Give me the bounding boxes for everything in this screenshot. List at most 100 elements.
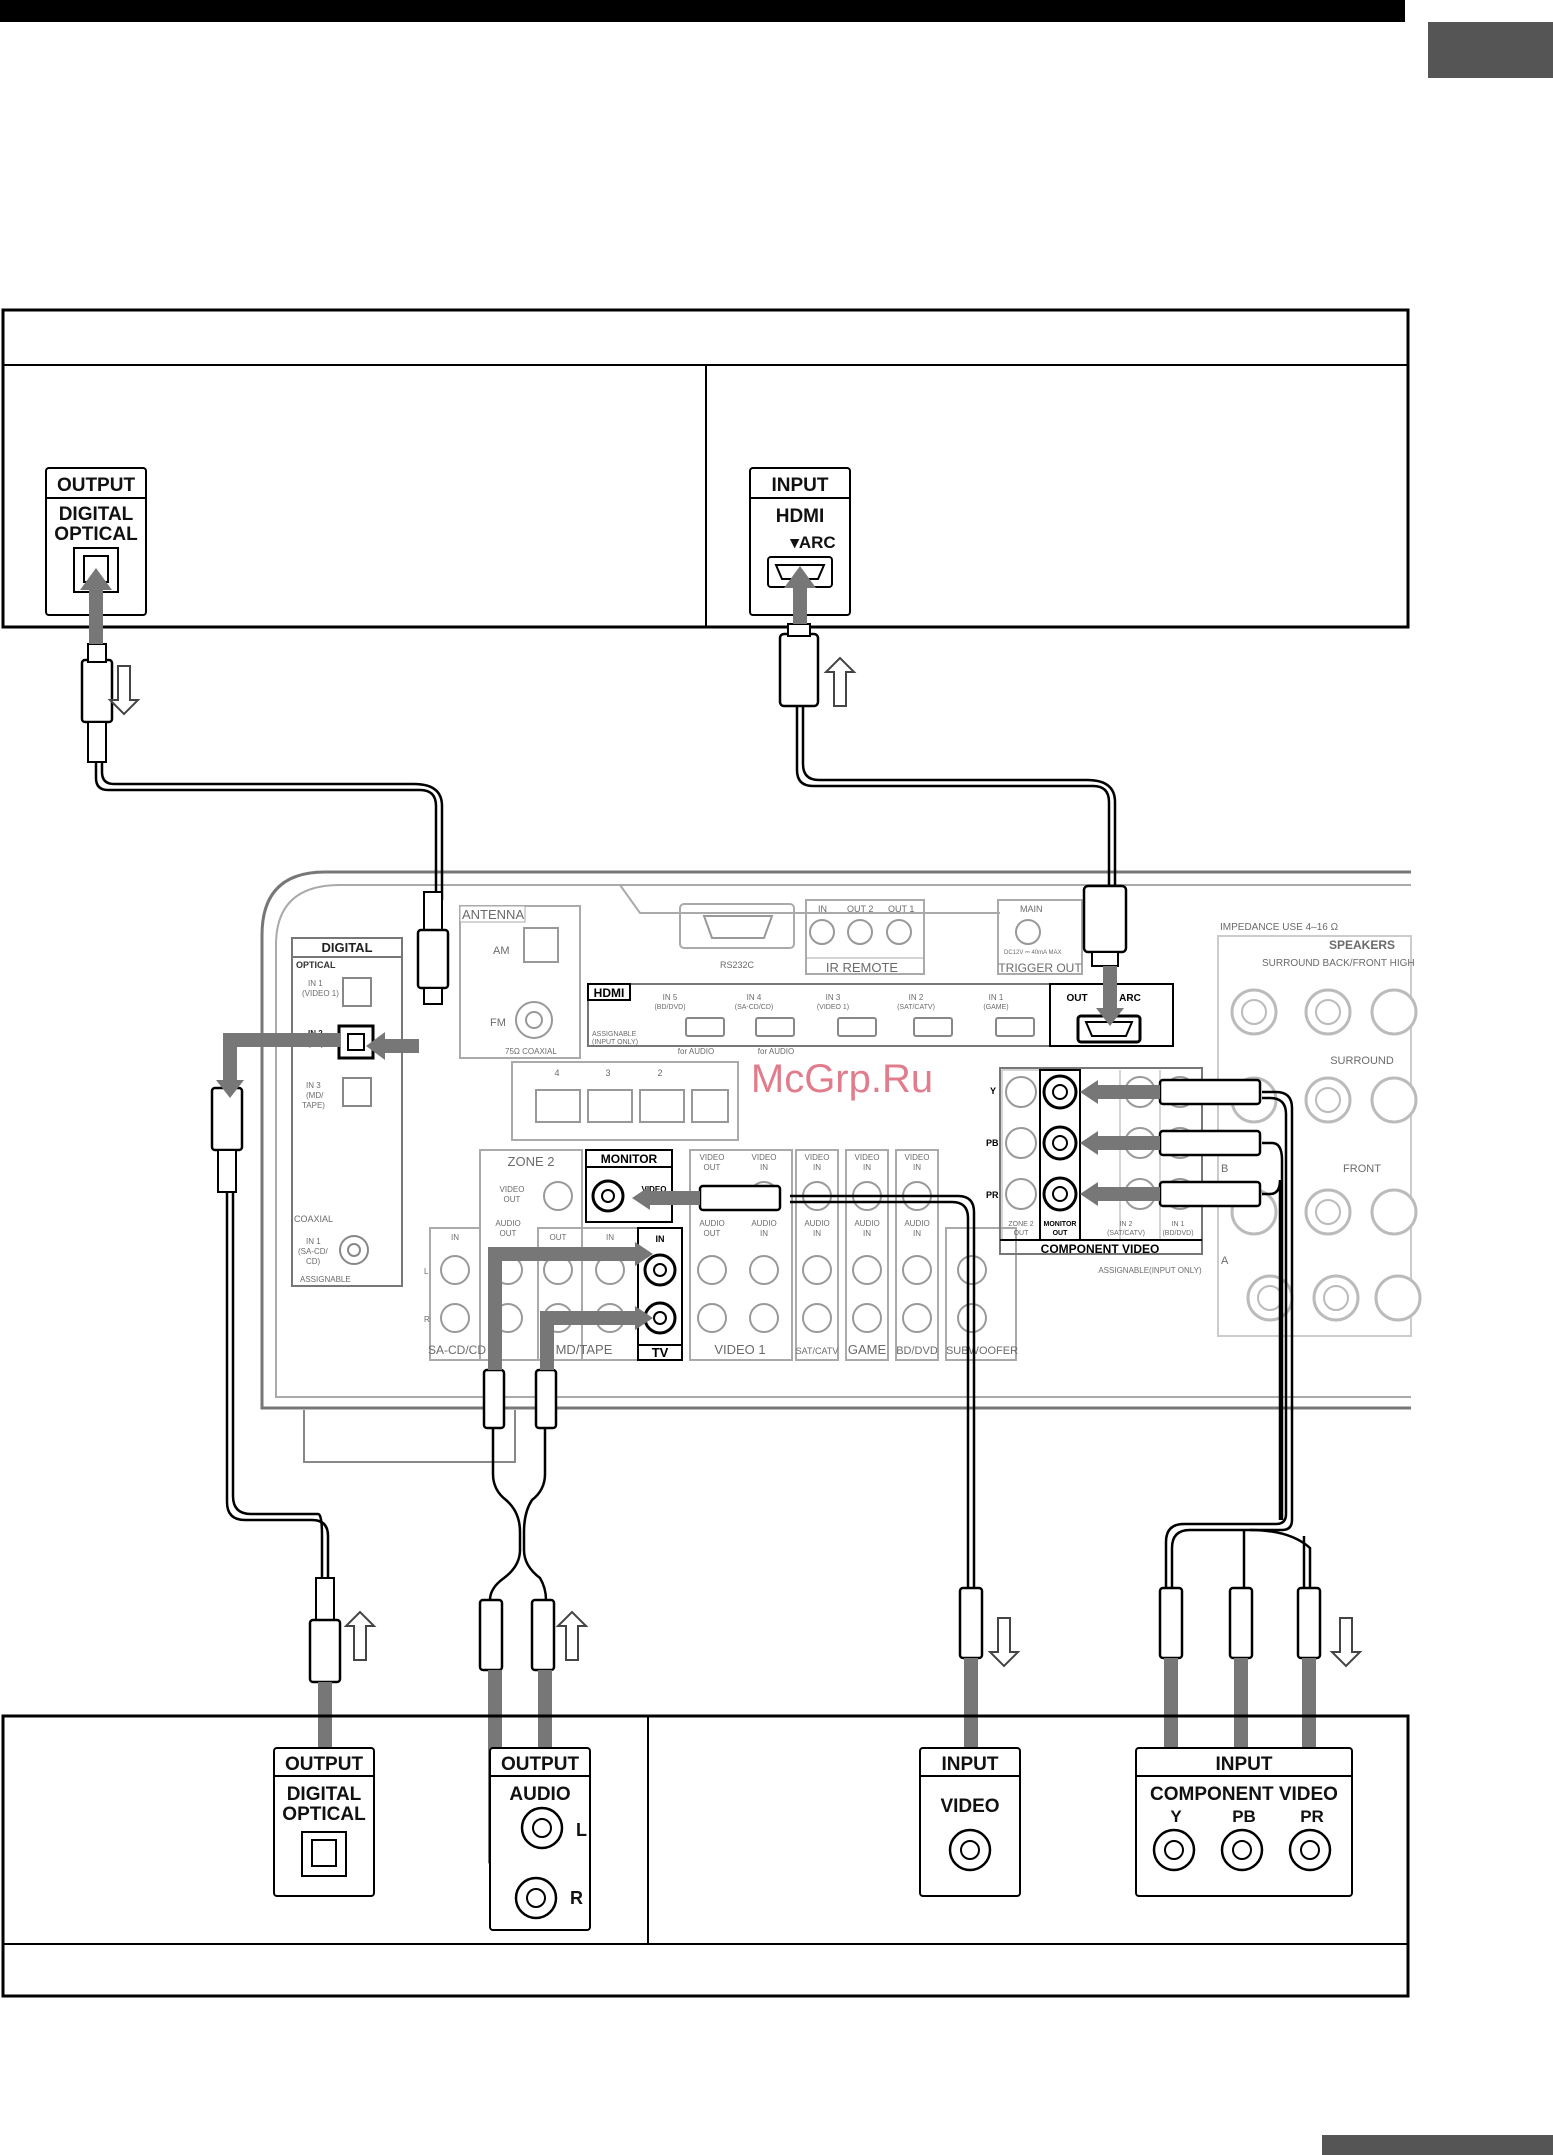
subwoofer-label: SUBWOOFER [946,1345,1018,1357]
hdmi-in5-label: IN 5 [663,993,678,1002]
optical-label: OPTICAL [296,960,336,970]
monitor-label: MONITOR [601,1152,658,1166]
v1-audio-in2: IN [760,1229,768,1238]
component-video-label: COMPONENT VIDEO [1041,1242,1160,1256]
opt-in1-sub: (VIDEO 1) [302,989,339,998]
hdmi-in3-label: IN 3 [826,993,841,1002]
assignable-label: ASSIGNABLE [300,1275,351,1284]
bd-audio-in: AUDIO [904,1219,929,1228]
hdmi-in4-label: IN 4 [747,993,762,1002]
satcatv-label: SAT/CATV [796,1346,839,1356]
sat-video-in: VIDEO [805,1153,830,1162]
player-video-header: INPUT [942,1754,999,1775]
sat-audio-in2: IN [813,1229,821,1238]
hdmi-assign2: (INPUT ONLY) [592,1039,638,1046]
bd-video-in2: IN [913,1163,921,1172]
sat-video-in2: IN [813,1163,821,1172]
player-audio-l-jack [520,1806,564,1850]
comp-monitor-y-jack [1042,1074,1078,1110]
coax-in1-sub2: CD) [306,1257,321,1266]
tv-output-line2: OPTICAL [54,524,138,545]
zone2-audio-out: AUDIO [495,1219,520,1228]
control-ports: RS232C IN OUT 2 OUT 1 IR REMOTE MAIN DC1… [679,899,1083,975]
zone2-label: ZONE 2 [508,1154,555,1169]
hdmi-plug-icon [778,632,820,708]
sacd-in-label: IN [451,1233,459,1242]
player-component-line1: COMPONENT VIDEO [1150,1784,1338,1805]
monitor-video-out1: VIDEO [642,1185,667,1194]
game-label: GAME [848,1342,887,1357]
lan3-label: 3 [605,1068,610,1078]
bd-video-in: VIDEO [905,1153,930,1162]
v1-audio-out2: OUT [704,1229,721,1238]
comp-monitor: MONITOR [1044,1221,1077,1228]
zone2-video-out2: OUT [504,1195,521,1204]
hdmi-in4-sub: (SA-CD/CD) [735,1004,774,1011]
lan4-label: 4 [554,1068,559,1078]
player-component-y: Y [1170,1807,1182,1826]
monitor-video-out-box [585,1149,673,1223]
tv-in-label: IN [656,1234,665,1244]
tv-input-header: INPUT [772,475,829,496]
player-component-header: INPUT [1216,1754,1273,1775]
v1-audio-out: AUDIO [699,1219,724,1228]
game-video-in: VIDEO [855,1153,880,1162]
trigger-out-label: TRIGGER OUT [998,961,1082,975]
player-audio-r-jack [514,1876,558,1920]
hdmi-label: HDMI [594,986,625,1000]
comp-y-label: Y [990,1086,996,1096]
player-component-pr-jack [1288,1828,1332,1872]
comp-assignable: ASSIGNABLE(INPUT ONLY) [1098,1266,1202,1275]
comp-monitor-pr-jack [1042,1176,1078,1212]
comp-zone2-2: OUT [1014,1230,1030,1237]
ir-remote-label: IR REMOTE [826,960,899,975]
receiver-hdmi-section: HDMI ASSIGNABLE (INPUT ONLY) IN 5 (BD/DV… [587,983,1174,1056]
page-tab-marker [1428,22,1553,78]
player-audio-output-box: OUTPUT AUDIO L R [489,1747,591,1931]
player-device-box [1,1714,1410,1998]
for-audio-2: for AUDIO [758,1047,794,1056]
hdmi-in2-label: IN 2 [909,993,924,1002]
md-tape-label: MD/TAPE [556,1342,613,1357]
player-video-jack [948,1828,992,1872]
am-label: AM [493,945,510,957]
coax-in1-sub1: (SA-CD/ [298,1247,329,1256]
tv-label: TV [652,1345,669,1360]
receiver-rear-panel [260,870,1411,1463]
receiver-speaker-section: IMPEDANCE USE 4–16 Ω SPEAKERS SURROUND B… [1217,922,1422,1337]
comp-in2: IN 2 [1120,1221,1133,1228]
optical-in2-jack [337,1024,375,1060]
player-optical-jack [301,1831,347,1877]
hdmi-in1-sub: (GAME) [983,1004,1008,1011]
page-bottom-marker [1322,2135,1553,2155]
coax-in1-jack [339,1235,369,1265]
tv-output-header: OUTPUT [57,475,136,496]
bd-audio-in2: IN [913,1229,921,1238]
game-audio-in: AUDIO [854,1219,879,1228]
tv-audio-l-jack [643,1253,677,1287]
hdmi-in3-sub: (VIDEO 1) [817,1004,849,1011]
comp-in1-sub: (BD/DVD) [1162,1230,1193,1237]
cable-plugs [80,623,1322,1684]
tv-output-line1: DIGITAL [59,504,134,525]
game-audio-in2: IN [863,1229,871,1238]
receiver-digital-section: DIGITAL OPTICAL IN 1 (VIDEO 1) IN 2 (TV)… [291,937,403,1287]
player-optical-line2: OPTICAL [282,1804,366,1825]
rs232c-label: RS232C [720,960,755,970]
hdmi-in1-label: IN 1 [989,993,1004,1002]
comp-monitor-pb-jack [1042,1125,1078,1161]
direction-indicator-icons [107,656,1363,1668]
tv-device-box [1,308,1410,629]
player-component-input-box: INPUT COMPONENT VIDEO Y PB PR [1135,1747,1353,1897]
ir-out1-label: OUT 1 [888,904,914,914]
player-component-pb-jack [1220,1828,1264,1872]
player-component-y-jack [1152,1828,1196,1872]
comp-pr-label: PR [986,1190,999,1200]
tv-hdmi-input-box: INPUT HDMI ▾ARC [749,467,851,616]
optical-plug-icon [80,658,114,724]
player-audio-line1: AUDIO [509,1784,570,1805]
sacd-label: SA-CD/CD [428,1343,486,1357]
surround-back-label: SURROUND BACK/FRONT HIGH [1262,958,1415,969]
speakers-label: SPEAKERS [1329,938,1395,952]
md-out-label: OUT [550,1233,567,1242]
